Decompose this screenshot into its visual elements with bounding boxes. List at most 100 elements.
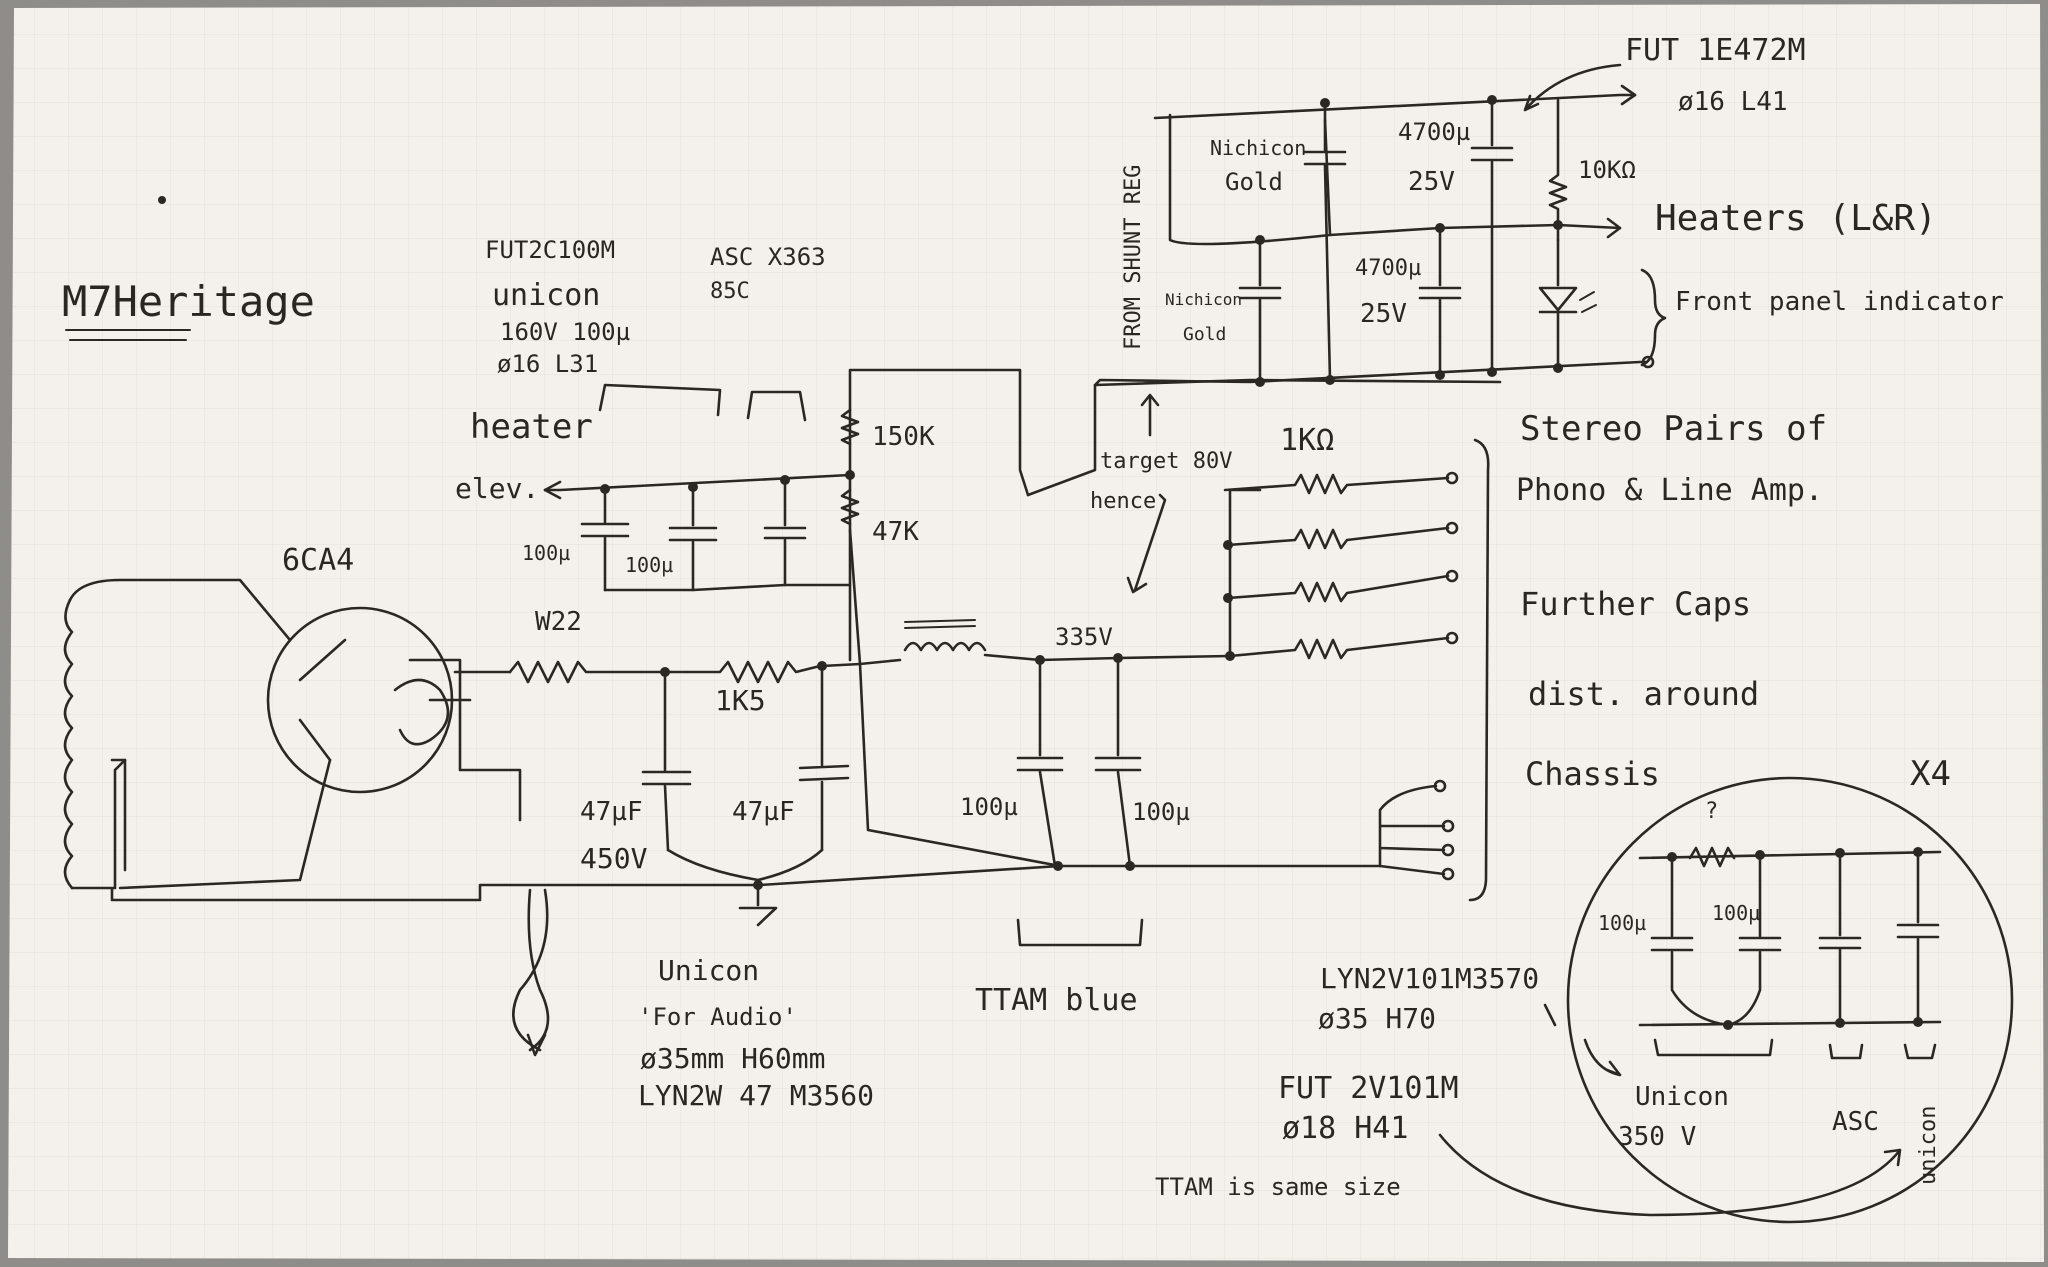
cap-47u-2-label: 47µF xyxy=(732,797,795,827)
cap-res-1-label: 100µ xyxy=(960,793,1018,821)
phono-line-label: Phono & Line Amp. xyxy=(1516,473,1823,508)
cap-4700-2 xyxy=(1418,226,1462,377)
stray-dot xyxy=(158,196,166,204)
asc-85c-label: 85C xyxy=(710,279,750,304)
tube-cathode xyxy=(393,678,450,746)
inset-unicon-label: Unicon xyxy=(1635,1082,1729,1112)
resistor-1k5 xyxy=(663,660,822,684)
ground-fanout xyxy=(1378,784,1446,876)
inset-brace-2 xyxy=(1828,1043,1864,1060)
nichicon-2-label: Nichicon xyxy=(1165,290,1242,309)
v-335-label: 335V xyxy=(1055,623,1113,651)
transformer-coil xyxy=(63,598,74,890)
elev-ground-rail xyxy=(603,583,852,592)
cap-res-1 xyxy=(1016,658,1064,868)
fut1e-pointer xyxy=(1523,63,1622,112)
heater-elev-wire xyxy=(543,473,852,492)
brace-unicon xyxy=(598,383,722,417)
for-audio-label: 'For Audio' xyxy=(638,1003,797,1031)
lyn2w47-label: LYN2W 47 M3560 xyxy=(638,1079,874,1112)
choke-core xyxy=(904,619,976,629)
chassis-label: Chassis xyxy=(1525,755,1660,793)
cap-47u-1-label: 47µF xyxy=(580,797,643,827)
resistor-out-2 xyxy=(1226,526,1450,550)
brace-indicator xyxy=(1640,268,1667,367)
gnd-node-1 xyxy=(1053,861,1063,871)
caps-47u-join xyxy=(666,848,824,882)
fut2c100m-label: FUT2C100M xyxy=(485,236,615,264)
terminal-out-1 xyxy=(1445,471,1459,485)
wire-c-rail xyxy=(858,658,902,666)
brace-outputs xyxy=(1468,438,1490,902)
led-indicator xyxy=(1538,238,1578,370)
cap-4700-1 xyxy=(1470,98,1514,374)
fut2v101m-label: FUT 2V101M xyxy=(1278,1071,1459,1106)
fut1e-size-label: ø16 L41 xyxy=(1678,87,1788,117)
nichicon-1-label: Nichicon xyxy=(1210,136,1306,160)
fut-curve-arrow xyxy=(1438,1133,1902,1217)
heater-elev-label: heater xyxy=(470,407,593,447)
cap-47u-2 xyxy=(798,664,850,852)
r-1k5-label: 1K5 xyxy=(715,684,766,717)
terminal-gnd-1 xyxy=(1433,779,1447,793)
brace-ttam xyxy=(1016,918,1144,947)
inset-cap-2 xyxy=(1726,853,1782,1027)
brace-asc xyxy=(746,390,807,422)
front-panel-label: Front panel indicator xyxy=(1675,287,2004,317)
r-10k-label: 10KΩ xyxy=(1578,156,1636,184)
lyn-size-label: ø35 H70 xyxy=(1318,1002,1436,1035)
heater-mid-rail xyxy=(1328,223,1622,237)
target-80v-label: target 80V xyxy=(1100,449,1232,474)
transformer-leads xyxy=(68,578,1062,902)
cap-47u-1 xyxy=(641,670,692,852)
inset-cap-4 xyxy=(1896,850,1940,1024)
wire-b-to-c xyxy=(820,662,862,668)
lyn-curve-arrow xyxy=(1583,1038,1622,1077)
cap-4700-2-label: 4700µ xyxy=(1355,256,1421,281)
led-rays xyxy=(1579,291,1597,313)
inset-100u-2-label: 100µ xyxy=(1712,901,1760,925)
nichicon-1-gold: Gold xyxy=(1225,168,1283,196)
unicon-b-label: Unicon xyxy=(658,954,759,987)
wire-choke-out xyxy=(983,653,1232,662)
cap-4700-1-label: 4700µ xyxy=(1398,118,1470,146)
lyn2v101m3570-label: LYN2V101M3570 xyxy=(1320,962,1539,995)
v-25-2-label: 25V xyxy=(1360,299,1407,329)
heater-mid-arrow xyxy=(1606,217,1622,239)
cap-elev-1-label: 100µ xyxy=(522,541,570,565)
inset-100u-1-label: 100µ xyxy=(1598,911,1646,935)
resistor-47k xyxy=(840,488,860,526)
terminal-out-2 xyxy=(1445,521,1459,535)
cap-elev-2 xyxy=(668,485,718,592)
terminal-gnd-4 xyxy=(1441,867,1455,881)
inset-q-label: ? xyxy=(1705,799,1718,824)
r-150k-label: 150K xyxy=(872,422,935,452)
terminal-out-3 xyxy=(1445,569,1459,583)
terminal-gnd-2 xyxy=(1441,819,1455,833)
x4-label: X4 xyxy=(1910,754,1951,794)
paper-grid xyxy=(8,4,2044,1262)
v-450-label: 450V xyxy=(580,842,648,875)
heater-elev-label-2: elev. xyxy=(455,472,539,505)
inset-circle xyxy=(1566,776,2014,1224)
asc-x363-label: ASC X363 xyxy=(710,243,826,271)
cap-nichicon-1 xyxy=(1303,101,1347,382)
inset-cap-1 xyxy=(1650,855,1730,1027)
divider-top-wire xyxy=(848,368,1030,662)
divider-bottom xyxy=(848,528,1062,868)
unicon-a-size: ø16 L31 xyxy=(497,350,598,378)
inset-bottom-rail xyxy=(1638,1020,1942,1027)
inset-asc-label: ASC xyxy=(1832,1107,1879,1137)
inset-resistor xyxy=(1688,846,1736,868)
heaters-label: Heaters (L&R) xyxy=(1655,198,1937,239)
heater-bottom-rail xyxy=(1093,360,1647,387)
nichicon-2-gold: Gold xyxy=(1183,324,1226,345)
tube-cathode-lines xyxy=(408,658,522,822)
terminal-out-4 xyxy=(1445,631,1459,645)
heater-top-rail xyxy=(1153,93,1637,120)
v-25-1-label: 25V xyxy=(1408,167,1455,197)
resistor-w22 xyxy=(508,660,662,684)
lyn-pointer xyxy=(1543,1003,1557,1027)
tube-anode-1 xyxy=(298,638,347,762)
choke-coil xyxy=(903,641,987,652)
